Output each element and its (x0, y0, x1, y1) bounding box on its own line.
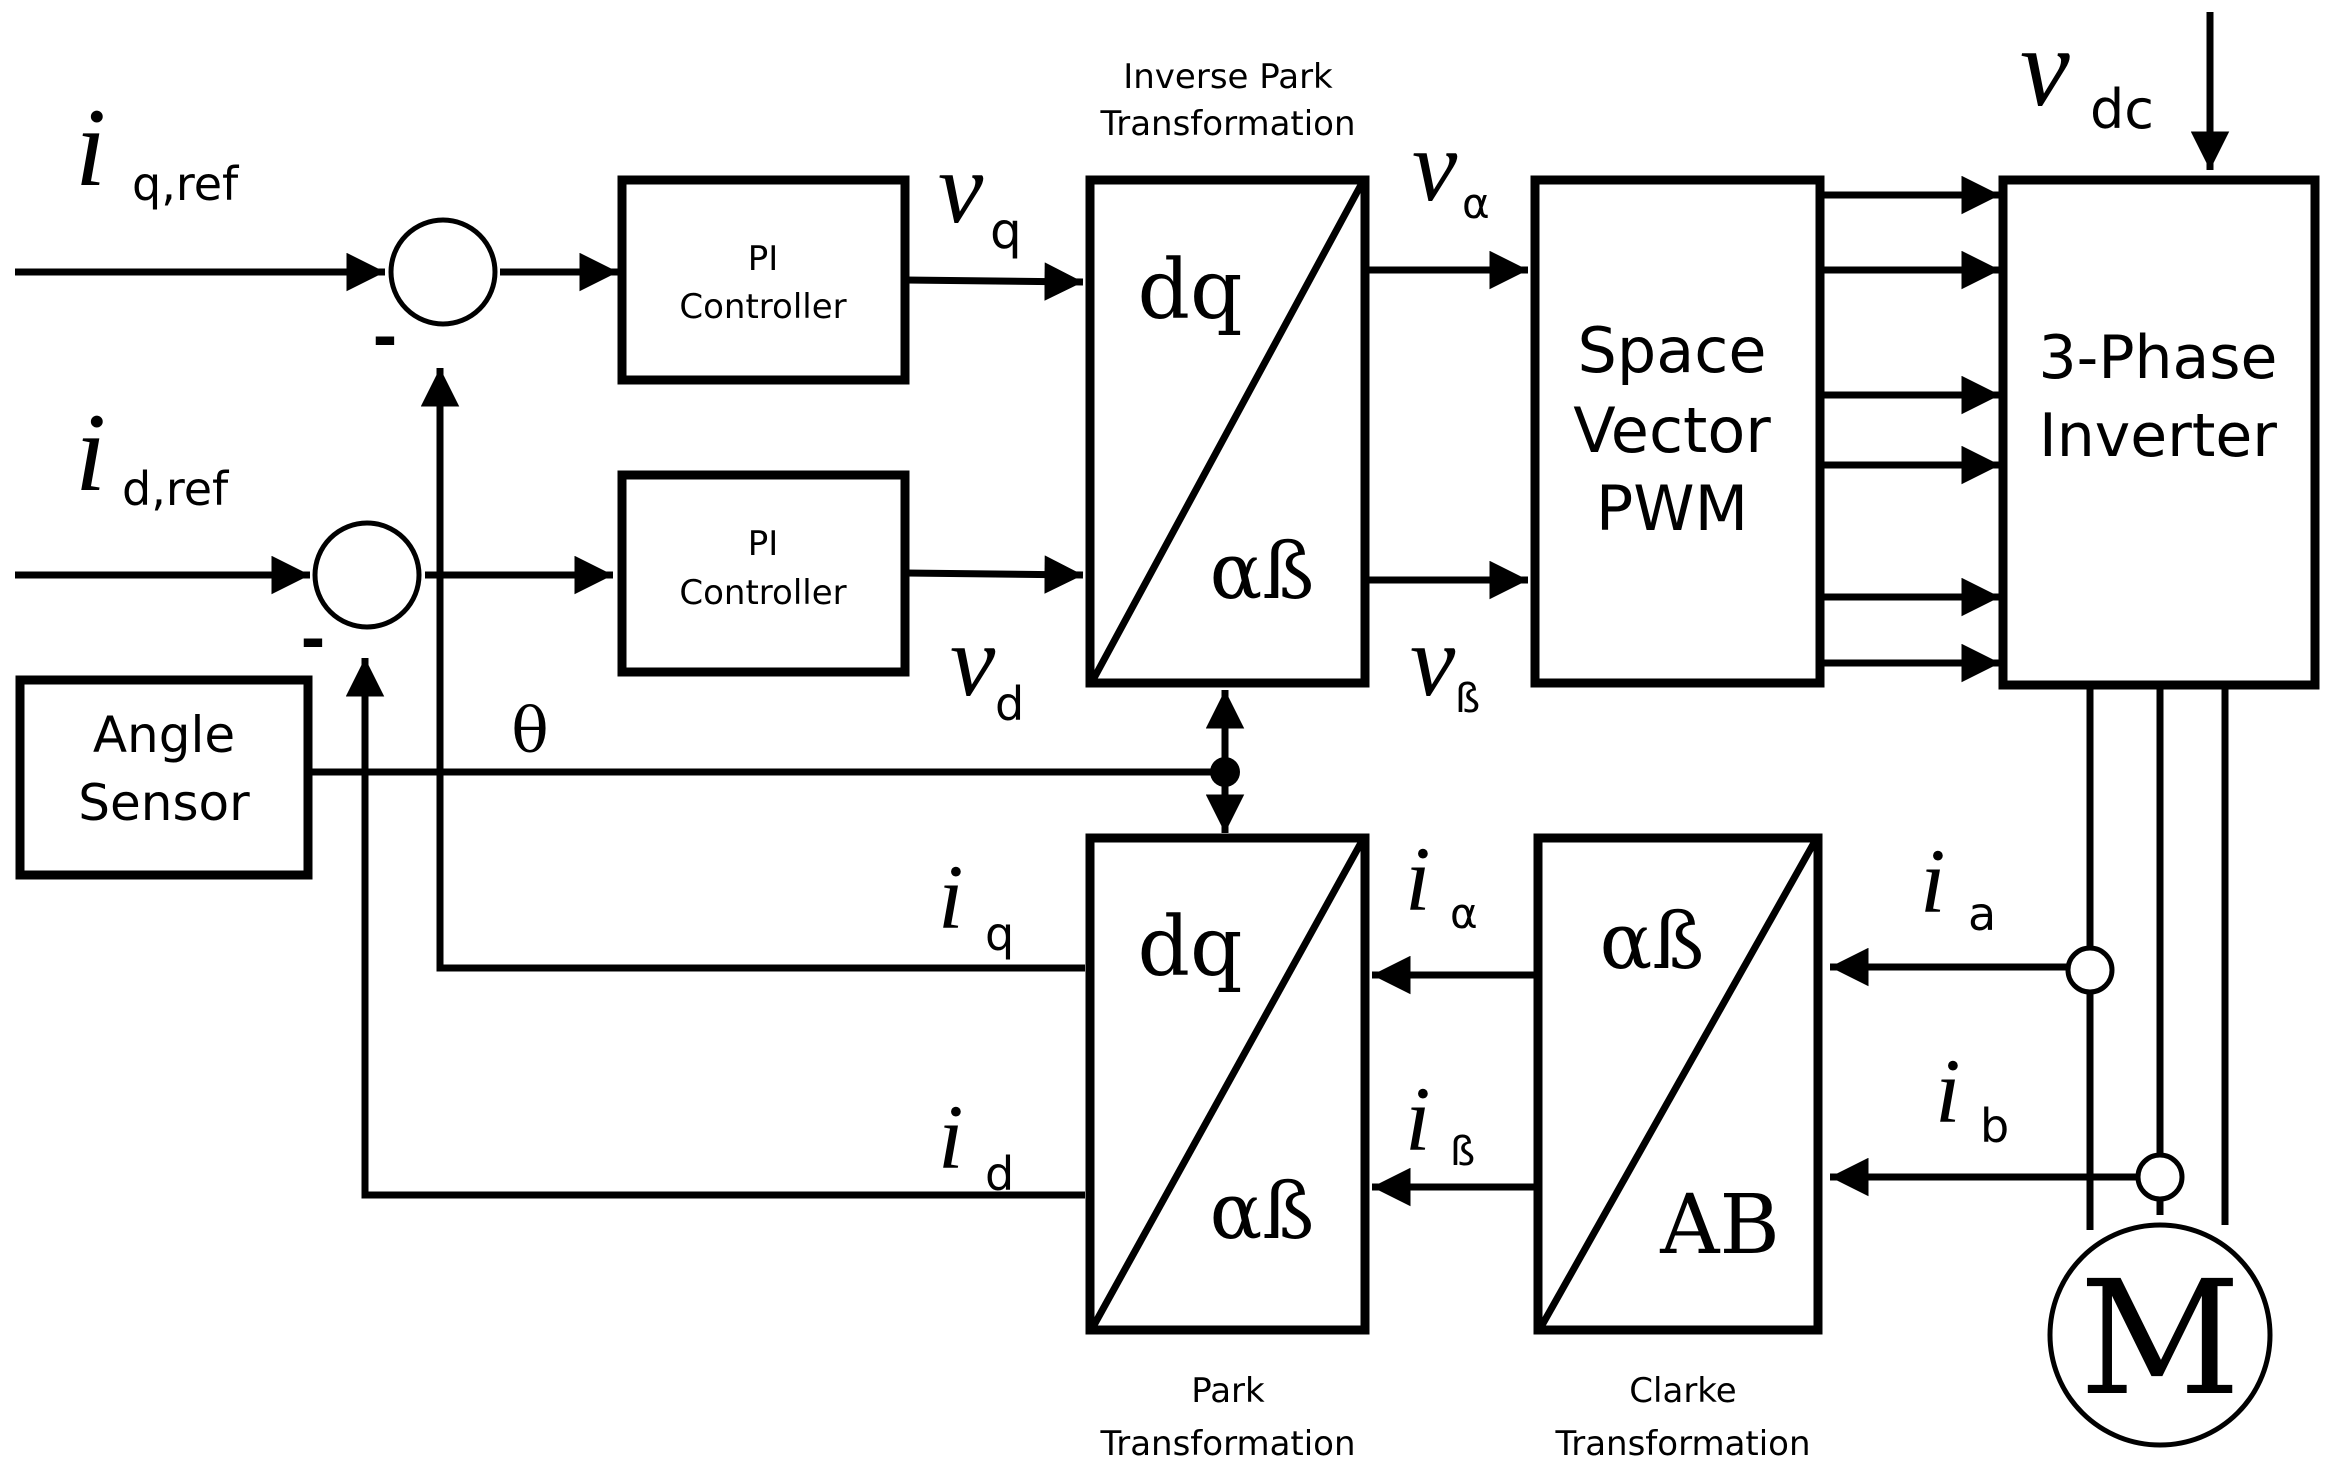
label-vq-sym: v (938, 132, 984, 245)
clarke-caption-2: Transformation (1554, 1424, 1810, 1464)
label-iq-ref-sym: i (75, 86, 106, 210)
wire-vq (904, 262, 1084, 301)
label-ia-sym: i (1920, 830, 1946, 932)
theta-junction-dot (1210, 757, 1240, 787)
label-iq-sub: q (985, 907, 1014, 961)
label-vd-sub: d (995, 677, 1024, 731)
clarke-top-label: αß (1600, 897, 1705, 987)
inverse-park-caption-1: Inverse Park (1123, 57, 1333, 97)
clarke-caption-1: Clarke (1629, 1371, 1736, 1411)
label-vq-sub: q (990, 202, 1022, 260)
motor (2047, 1222, 2273, 1448)
label-ia-sub: a (1968, 887, 1996, 941)
svpwm-line3: PWM (1596, 472, 1748, 545)
park-top-label: dq (1138, 900, 1243, 995)
label-iq-ref-sub: q,ref (132, 157, 240, 211)
motor-label: M (2079, 1247, 2241, 1431)
inverse-park-diagonal (1089, 181, 1366, 682)
label-id-sym: i (938, 1086, 964, 1188)
label-ibeta-sym: i (1405, 1068, 1431, 1170)
inverter-line2: Inverter (2039, 401, 2277, 471)
angle-sensor-line1: Angle (93, 706, 235, 764)
park-bottom-label: αß (1210, 1167, 1315, 1257)
label-ialpha-sub: α (1450, 889, 1478, 938)
clarke-diagonal (1537, 839, 1819, 1329)
svpwm-line1: Space (1578, 314, 1767, 387)
inverter-block (1998, 175, 2320, 690)
label-vdc-sub: dc (2090, 78, 2154, 141)
svpwm-block (1530, 175, 1825, 688)
summing-junction-q (388, 217, 498, 327)
label-id-ref-sym: i (75, 391, 106, 515)
svpwm-line2: Vector (1573, 394, 1771, 467)
wire-iq-feedback (420, 368, 1085, 972)
label-iq-sym: i (938, 846, 964, 948)
label-id-sub: d (985, 1147, 1014, 1201)
label-ialpha-sym: i (1405, 828, 1431, 930)
park-diagonal (1089, 839, 1366, 1329)
label-valpha-sym: v (1412, 110, 1458, 223)
inverse-park-top-label: dq (1138, 243, 1243, 338)
park-caption-2: Transformation (1099, 1424, 1355, 1464)
current-sensor-a (2065, 945, 2115, 995)
label-id-ref-sub: d,ref (122, 462, 230, 516)
sum-sign-q: - (373, 303, 398, 373)
pi-controller-d (617, 470, 910, 677)
label-ibeta-sub: ß (1450, 1129, 1475, 1175)
inverse-park-bottom-label: αß (1210, 527, 1315, 617)
pi-q-line1: PI (748, 239, 779, 279)
wire-id-feedback (345, 658, 1085, 1199)
clarke-bottom-label: AB (1659, 1178, 1779, 1273)
label-vbeta-sub: ß (1455, 676, 1480, 722)
label-vdc-sym: v (2020, 6, 2070, 130)
angle-sensor-block (15, 675, 313, 880)
current-sensor-b (2135, 1152, 2185, 1202)
pi-controller-q (617, 175, 910, 385)
summing-junction-d (312, 520, 422, 630)
label-vd-sym: v (950, 605, 996, 718)
pi-q-line2: Controller (679, 287, 846, 327)
label-vbeta-sym: v (1410, 605, 1456, 718)
label-ib-sym: i (1935, 1040, 1961, 1142)
inverter-line1: 3-Phase (2039, 323, 2278, 393)
label-theta: θ (511, 694, 548, 767)
pi-d-line2: Controller (679, 573, 846, 613)
label-ib-sub: b (1980, 1099, 2009, 1153)
label-valpha-sub: α (1462, 179, 1490, 228)
angle-sensor-line2: Sensor (78, 774, 250, 832)
inverse-park-caption-2: Transformation (1099, 104, 1355, 144)
pi-d-line1: PI (748, 524, 779, 564)
sum-sign-d: - (301, 605, 326, 675)
park-caption-1: Park (1191, 1371, 1265, 1411)
wire-vd (904, 555, 1084, 594)
